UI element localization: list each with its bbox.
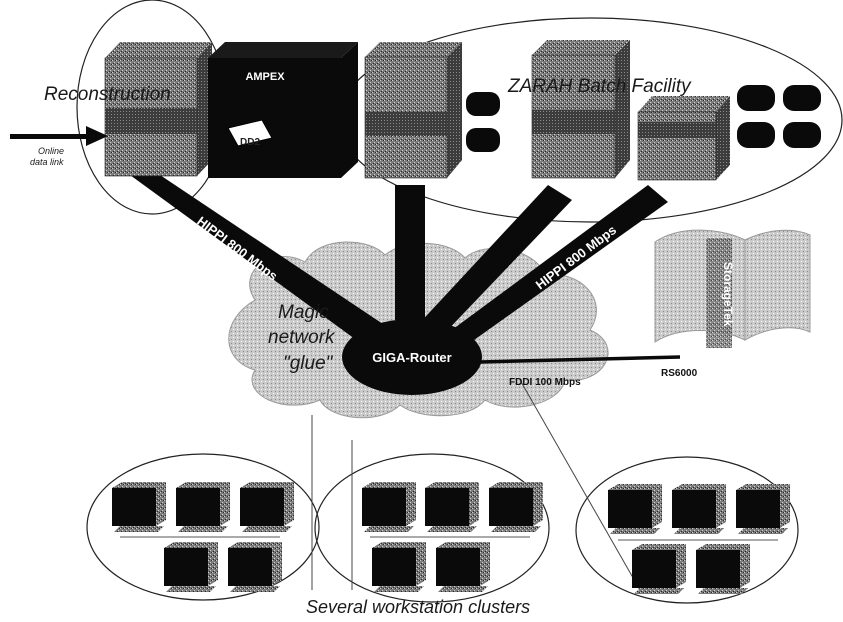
dd2-label: DD2 [240,137,260,148]
rs6000-label: RS6000 [661,368,698,379]
workstation-icon [736,484,790,534]
server-tower-icon [365,42,462,178]
server-tower-icon [105,42,212,176]
router-label: GIGA-Router [372,350,451,365]
workstation-group [112,482,790,594]
workstation-icon [164,542,218,592]
workstation-icon [362,482,416,532]
online-label-2: data link [30,157,64,167]
workstation-icon [672,484,726,534]
tape-drive-icon: AMPEX DD2 [208,42,358,178]
workstation-icon [228,542,282,592]
magic-label-1: Magic [278,302,329,323]
disk-icon [466,92,500,152]
magic-label-3: "glue" [283,353,334,374]
magic-label-2: network [268,327,336,348]
workstation-icon [112,482,166,532]
arrow-right-icon [10,126,108,146]
workstation-icon [436,542,490,592]
fddi-label: FDDI 100 Mbps [509,377,581,388]
batch-facility-label: ZARAH Batch Facility [507,76,692,97]
online-label-1: Online [38,146,64,156]
workstation-icon [425,482,479,532]
workstation-icon [240,482,294,532]
server-tower-icon [638,96,730,180]
clusters-caption: Several workstation clusters [306,597,530,617]
ampex-label: AMPEX [245,71,285,83]
reconstruction-label: Reconstruction [44,84,171,105]
disk-icon [737,85,821,148]
workstation-icon [632,544,686,594]
workstation-icon [608,484,662,534]
workstation-icon [489,482,543,532]
workstation-icon [372,542,426,592]
storagetek-label: StorageTek [721,262,735,327]
workstation-icon [176,482,230,532]
server-tower-icon [532,40,630,178]
workstation-icon [696,544,750,594]
